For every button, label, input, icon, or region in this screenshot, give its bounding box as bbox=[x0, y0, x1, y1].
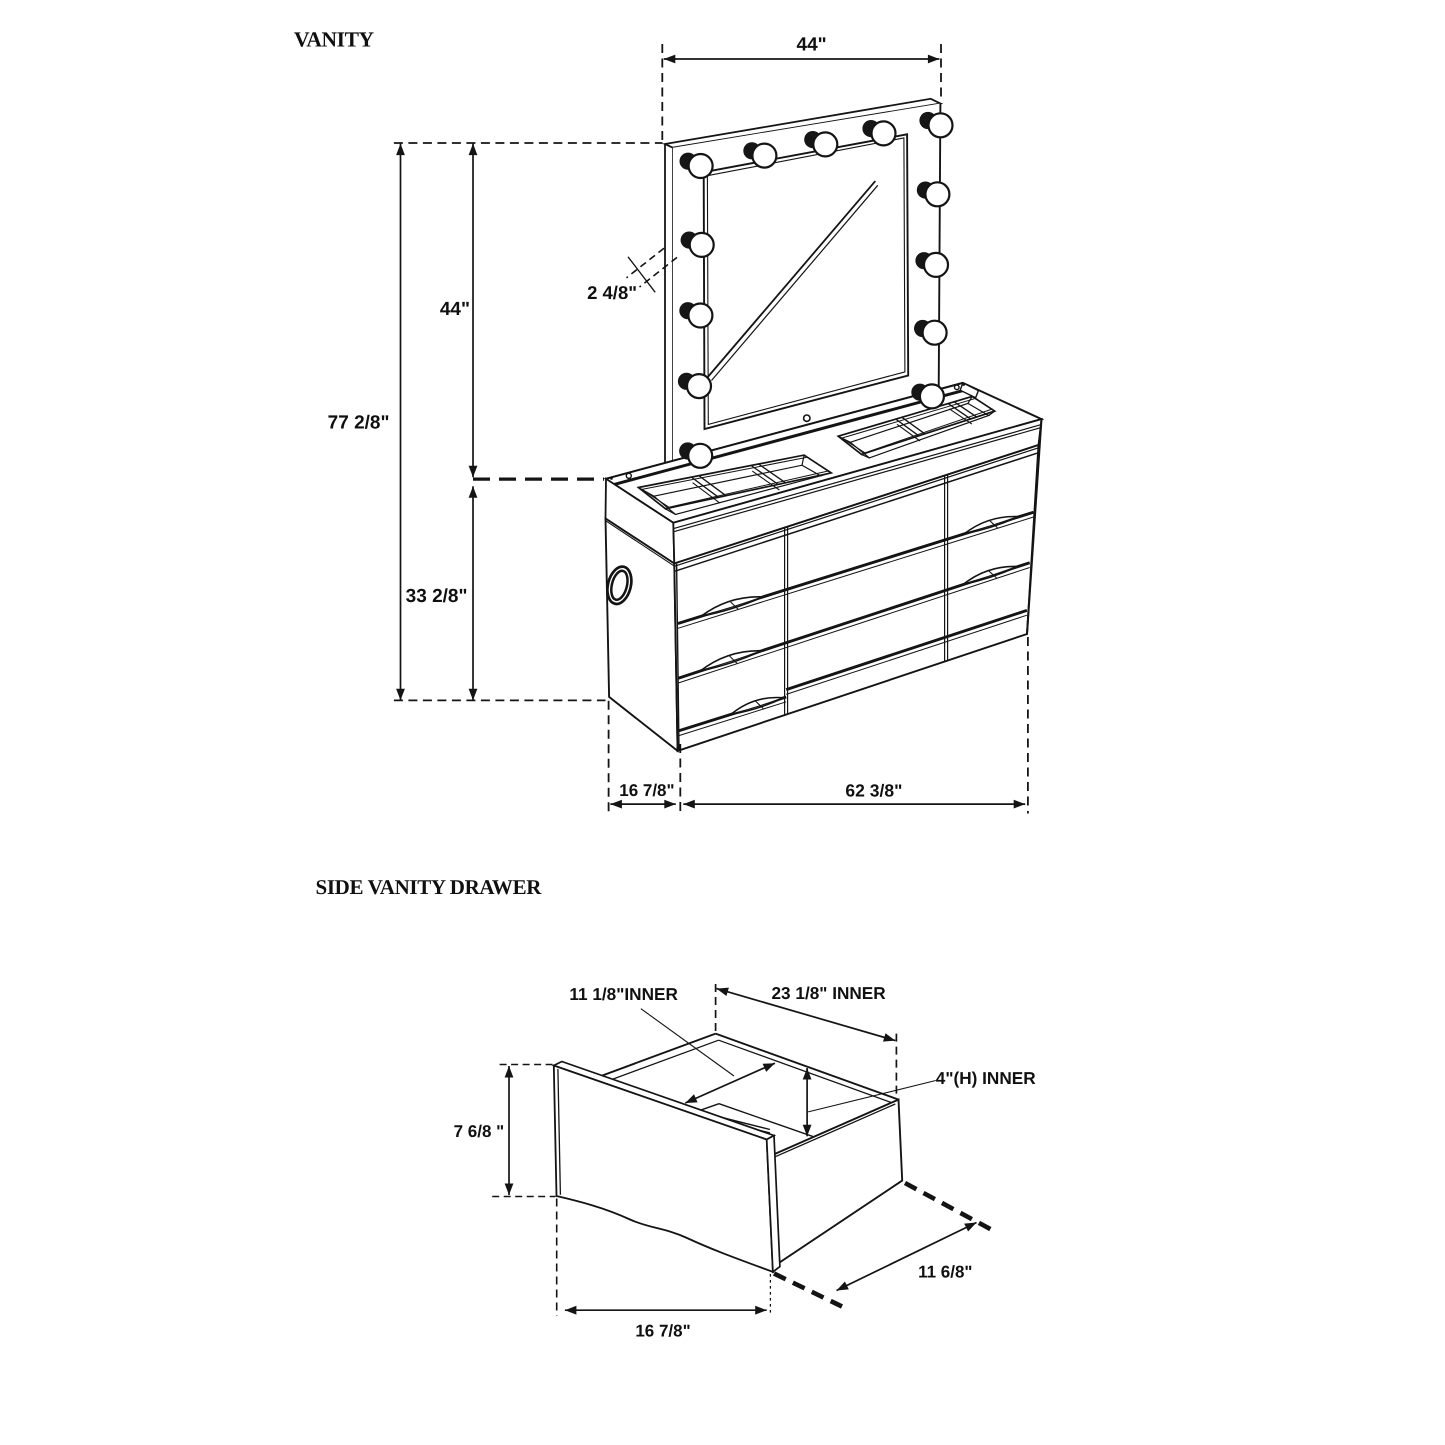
svg-text:44": 44" bbox=[440, 299, 470, 320]
svg-text:7 6/8 ": 7 6/8 " bbox=[454, 1122, 505, 1141]
svg-text:16 7/8": 16 7/8" bbox=[635, 1322, 690, 1341]
svg-text:2 4/8": 2 4/8" bbox=[587, 282, 637, 303]
svg-text:VANITY: VANITY bbox=[294, 28, 375, 52]
svg-text:11 6/8": 11 6/8" bbox=[918, 1263, 972, 1282]
svg-text:4"(H) INNER: 4"(H) INNER bbox=[936, 1068, 1036, 1088]
svg-text:16 7/8": 16 7/8" bbox=[619, 781, 674, 800]
svg-text:23 1/8" INNER: 23 1/8" INNER bbox=[772, 983, 887, 1003]
svg-text:62 3/8": 62 3/8" bbox=[845, 780, 902, 800]
svg-text:77 2/8": 77 2/8" bbox=[328, 413, 390, 434]
svg-text:33 2/8": 33 2/8" bbox=[406, 586, 468, 607]
svg-text:11 1/8"INNER: 11 1/8"INNER bbox=[569, 984, 678, 1004]
svg-text:44": 44" bbox=[797, 35, 827, 56]
svg-text:SIDE VANITY DRAWER: SIDE VANITY DRAWER bbox=[316, 875, 543, 899]
